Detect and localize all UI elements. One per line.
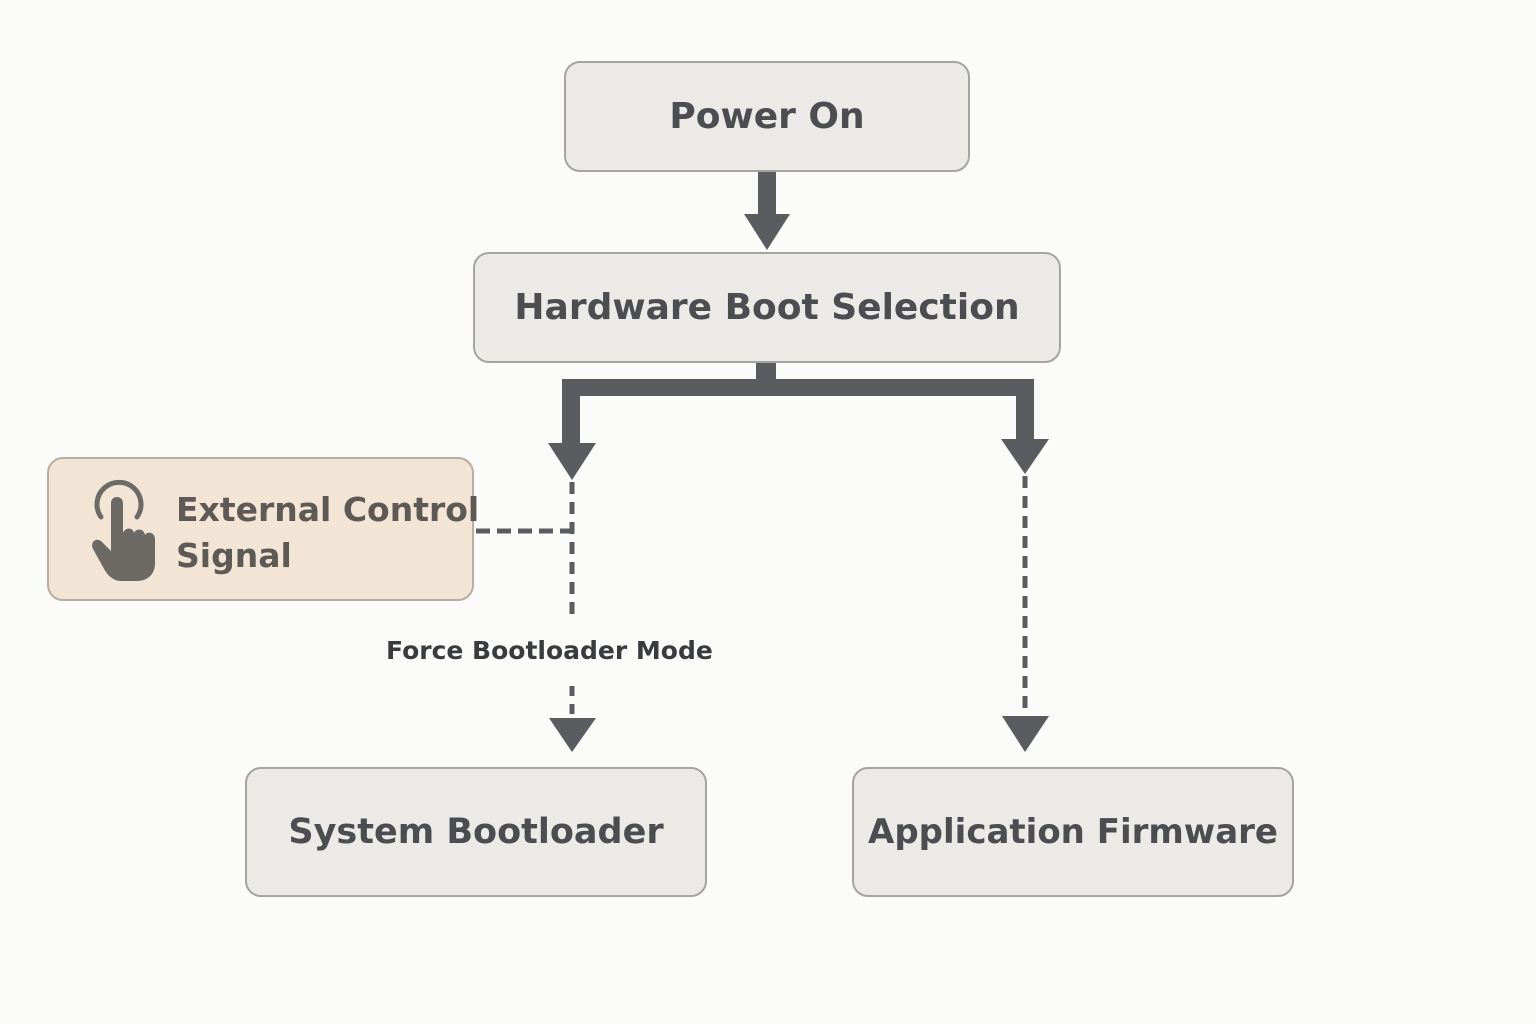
tap-hand-icon — [92, 479, 155, 581]
ext-label-line1: External Control — [176, 490, 480, 529]
branch-bar — [562, 379, 1034, 396]
arrow-power-to-hw-head — [744, 214, 790, 250]
node-power-on-label: Power On — [669, 96, 865, 137]
node-application-firmware-label: Application Firmware — [868, 812, 1278, 852]
node-power-on: Power On — [564, 61, 970, 172]
node-application-firmware: Application Firmware — [852, 767, 1294, 897]
node-external-control-signal-label: External Control Signal — [176, 487, 479, 579]
arrow-to-system-bootloader-head — [549, 718, 596, 752]
node-external-control-signal: External Control Signal — [47, 457, 479, 601]
node-hardware-boot-selection: Hardware Boot Selection — [473, 252, 1061, 363]
node-system-bootloader-label: System Bootloader — [288, 812, 664, 852]
arrow-to-application-firmware-head — [1002, 716, 1049, 752]
node-system-bootloader: System Bootloader — [245, 767, 707, 897]
branch-left-shaft — [562, 379, 580, 445]
branch-right-head — [1001, 439, 1049, 474]
edge-label-force-bootloader: Force Bootloader Mode — [384, 636, 715, 665]
branch-left-head — [548, 443, 596, 480]
node-hardware-boot-selection-label: Hardware Boot Selection — [514, 287, 1020, 328]
branch-right-shaft — [1016, 379, 1034, 441]
arrow-power-to-hw-shaft — [758, 172, 776, 216]
branch-stem — [756, 363, 776, 381]
ext-label-line2: Signal — [176, 536, 292, 575]
